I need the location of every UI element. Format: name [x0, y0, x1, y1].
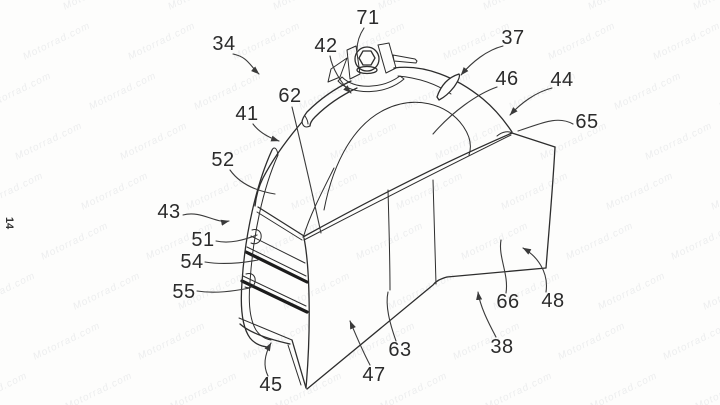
- ref-label-45: 45: [259, 374, 282, 396]
- body-panel: [302, 132, 556, 390]
- drawing-line: [511, 132, 556, 148]
- leader-line-65: [517, 119, 574, 132]
- ref-label-63: 63: [388, 339, 411, 361]
- drawing-line: [301, 80, 352, 123]
- bracket-left-ear: [346, 45, 361, 80]
- drawing-line: [358, 50, 376, 66]
- drawing-line: [323, 101, 471, 211]
- drawing-line: [432, 179, 437, 285]
- ref-label-34: 34: [212, 33, 235, 55]
- drawing-line: [387, 189, 391, 291]
- ref-label-43: 43: [157, 201, 180, 223]
- leader-line-66: [499, 239, 508, 294]
- drawing-line: [302, 132, 513, 238]
- leader-line-37: [460, 45, 504, 76]
- drawing-line: [240, 149, 273, 348]
- leader-line-51: [215, 234, 258, 243]
- drawing-line: [256, 211, 303, 241]
- drawing-line: [257, 206, 305, 237]
- leader-line-48: [522, 247, 547, 293]
- drawing-line: [246, 246, 307, 277]
- drawing-line: [238, 317, 293, 341]
- ref-label-54: 54: [180, 251, 203, 273]
- rim-hook: [250, 229, 262, 245]
- drawing-line: [301, 121, 311, 128]
- leader-line-62: [291, 106, 322, 234]
- fender-dome: [254, 66, 513, 236]
- sheet-number: 14: [3, 216, 15, 230]
- drawing-line: [271, 147, 279, 156]
- ref-label-41: 41: [235, 103, 258, 125]
- ref-label-48: 48: [541, 290, 564, 312]
- drawing-line: [393, 66, 513, 133]
- bracket-right-stay: [392, 54, 418, 64]
- side-rim-strip: [240, 147, 279, 348]
- ref-label-47: 47: [362, 364, 385, 386]
- ref-label-37: 37: [501, 27, 524, 49]
- ref-label-44: 44: [550, 69, 573, 91]
- leader-line-54: [204, 259, 259, 265]
- leader-line-45: [264, 342, 272, 377]
- bracket-right-ear: [377, 42, 397, 74]
- leader-line-38: [476, 291, 497, 338]
- ref-label-71: 71: [356, 7, 379, 29]
- drawing-line: [496, 131, 513, 137]
- bracket-left-arm: [327, 57, 348, 83]
- leader-line-34: [232, 53, 260, 75]
- drawing-line: [356, 65, 378, 75]
- ref-label-42: 42: [314, 35, 337, 57]
- drawing-line: [309, 87, 358, 127]
- leader-line-63: [386, 291, 397, 342]
- drawing-line: [254, 121, 303, 207]
- ref-label-55: 55: [172, 281, 195, 303]
- ref-label-52: 52: [211, 149, 234, 171]
- drawing-line: [303, 237, 310, 389]
- drawing-line: [248, 154, 279, 341]
- ref-label-46: 46: [495, 68, 518, 90]
- louver-slat: [244, 250, 309, 284]
- leader-line-52: [229, 169, 276, 195]
- drawing-line: [242, 275, 307, 307]
- drawing-line: [306, 267, 547, 390]
- ref-label-51: 51: [191, 229, 214, 251]
- leader-line-42: [329, 55, 352, 94]
- ref-label-62: 62: [278, 85, 301, 107]
- drawing-line: [304, 115, 309, 125]
- drawing-line: [291, 339, 307, 389]
- leader-line-71: [356, 27, 365, 51]
- drawing-line: [303, 134, 512, 241]
- ref-label-65: 65: [575, 111, 598, 133]
- leader-line-47: [349, 320, 371, 366]
- ref-label-38: 38: [490, 336, 513, 358]
- mounting-strap: [301, 80, 358, 128]
- drawing-line: [436, 73, 461, 101]
- leader-line-46: [432, 86, 498, 135]
- leader-line-43: [182, 213, 230, 226]
- drawing-line: [303, 167, 335, 236]
- drawing-line: [354, 46, 380, 72]
- drawing-line: [287, 344, 302, 386]
- ref-label-66: 66: [496, 291, 519, 313]
- leader-line-44: [509, 87, 553, 116]
- leader-line-41: [252, 123, 280, 142]
- leader-line-55: [196, 287, 251, 293]
- drawing-line: [545, 146, 556, 269]
